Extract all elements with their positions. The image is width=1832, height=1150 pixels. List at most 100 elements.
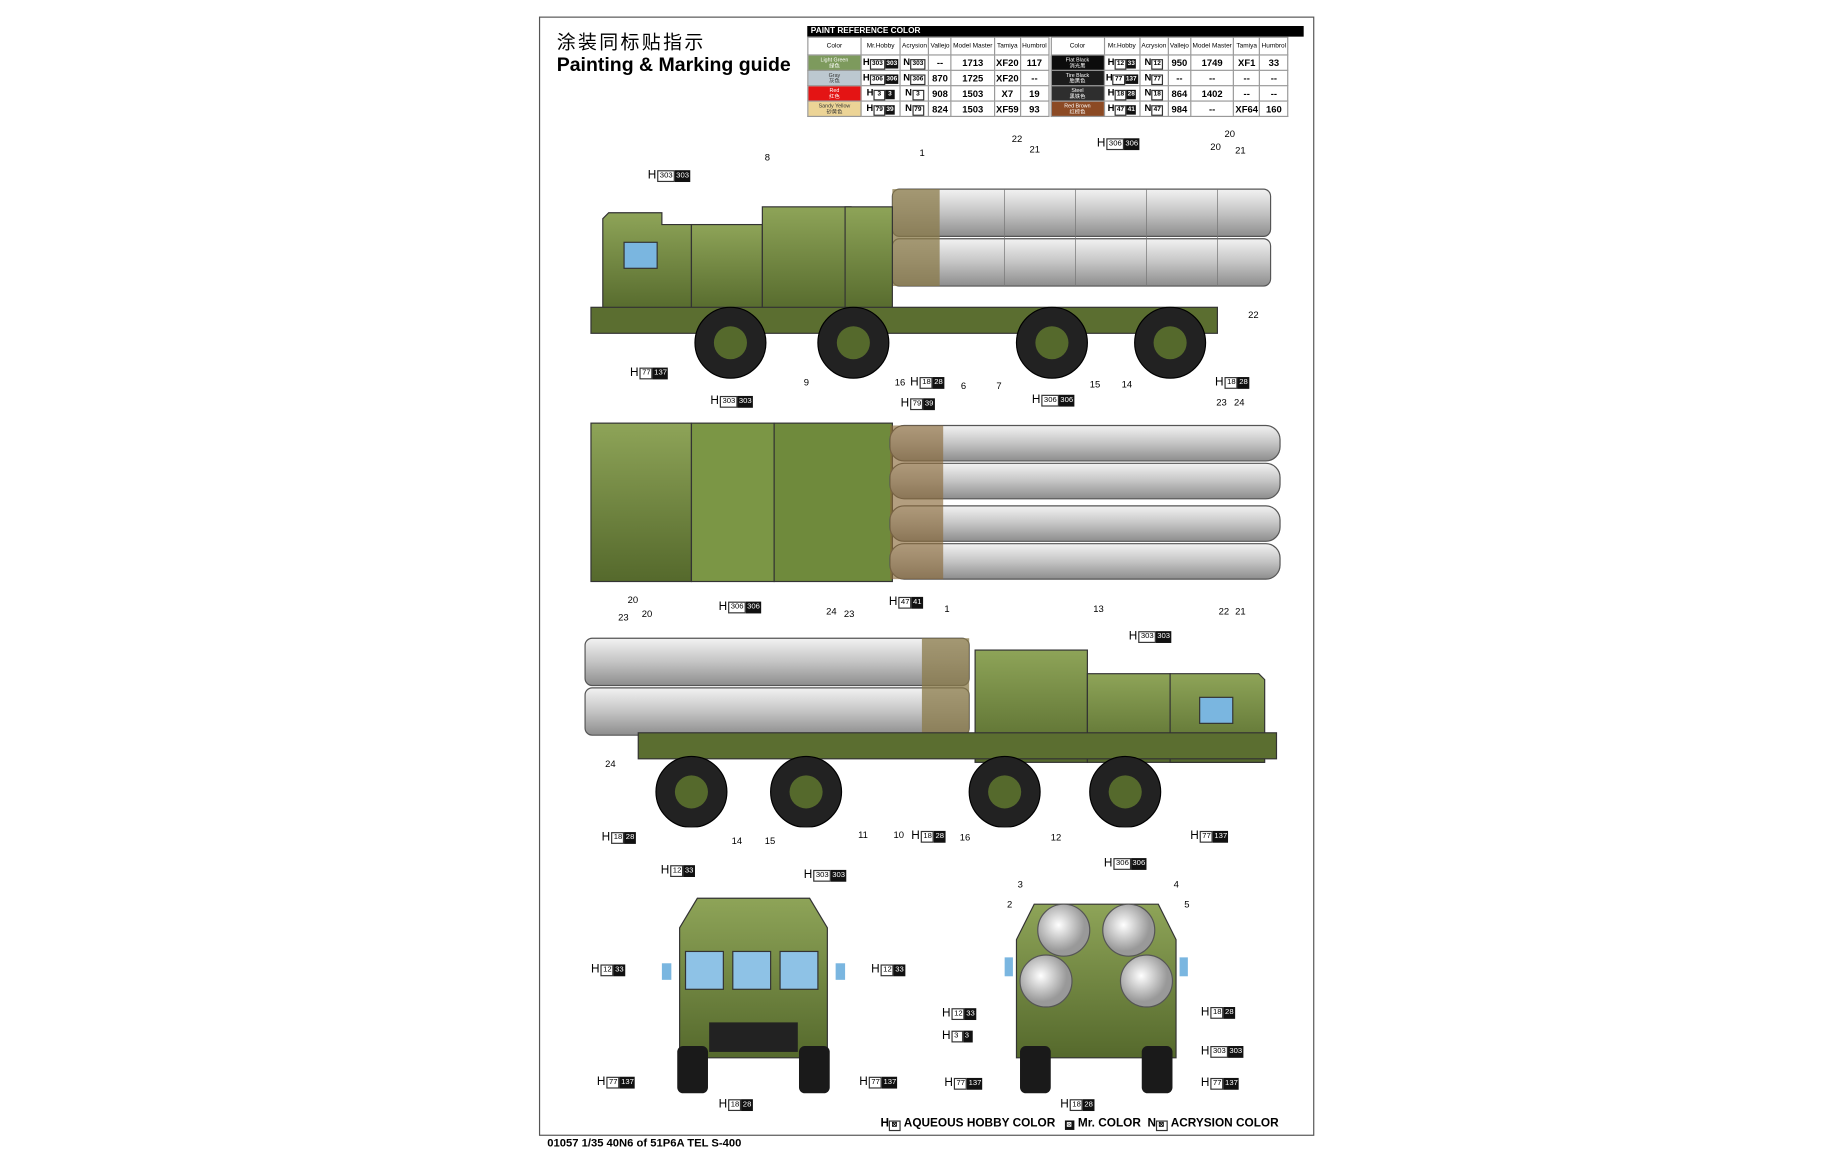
aqueous-code: 18: [1069, 1098, 1084, 1111]
badge-prefix: H: [1031, 393, 1041, 407]
aqueous-code: 3: [873, 89, 886, 100]
legend-aqueous: AQUEOUS HOBBY COLOR: [903, 1116, 1056, 1130]
badge-prefix: H: [629, 366, 639, 380]
part-number-callout: 6: [960, 380, 967, 392]
part-number-callout: 22: [1218, 606, 1230, 617]
mr-color-code: 28: [741, 1098, 753, 1111]
mr-color-code: 33: [613, 963, 625, 976]
aqueous-code: 79: [910, 397, 924, 410]
mr-color-code: 3: [963, 1030, 974, 1042]
aqueous-code: 306: [869, 73, 886, 85]
prefix: H: [866, 86, 874, 98]
top-view: [590, 422, 1281, 583]
badge-prefix: H: [1215, 375, 1224, 389]
cell-humbrol: 93: [1019, 100, 1050, 118]
part-number-callout: 23: [1216, 397, 1227, 408]
aqueous-code: 18: [611, 831, 625, 844]
mr-color-code: 33: [683, 864, 695, 877]
badge-prefix: H: [942, 1007, 951, 1021]
color-name-cn: 黑铁色: [1069, 93, 1086, 100]
aqueous-code: 306: [1106, 137, 1125, 150]
badge-prefix: H: [1128, 629, 1138, 643]
cell-mm: 1725: [950, 69, 995, 87]
cell-tamiya: --: [1233, 85, 1261, 102]
cell-humbrol: 117: [1019, 54, 1050, 71]
mr-color-code: 137: [1223, 1077, 1240, 1090]
prefix: H: [1105, 71, 1113, 83]
part-number-callout: 12: [1050, 832, 1062, 843]
mr-color-code: 306: [1131, 857, 1147, 870]
color-name: Steel: [1071, 87, 1084, 94]
part-number-callout: 22: [1248, 309, 1259, 321]
acrysion-number: 77: [1151, 73, 1164, 85]
cell-vallejo: 870: [928, 69, 952, 87]
footer-product-code: 01057 1/35 40N6 of 51P6A TEL S-400: [547, 1137, 742, 1150]
aqueous-code: 77: [1112, 73, 1125, 85]
mr-color-code: 303: [1228, 1045, 1244, 1058]
cell-vallejo: --: [1167, 69, 1192, 87]
part-number-callout: 24: [826, 606, 837, 617]
part-number-callout: 24: [1233, 397, 1245, 408]
acrysion-number: 306: [910, 73, 926, 85]
badge-prefix: H: [910, 375, 919, 389]
legend-mr-color: Mr. COLOR: [1077, 1116, 1141, 1130]
cell-humbrol: 33: [1259, 54, 1289, 71]
part-number-callout: 4: [1173, 879, 1179, 891]
mr-color-code: 33: [965, 1007, 976, 1020]
badge-prefix: H: [888, 595, 898, 609]
badge-prefix: H: [859, 1075, 868, 1089]
cell-humbrol: 19: [1019, 85, 1050, 102]
prefix: N: [905, 86, 912, 98]
color-name: Red: [829, 87, 840, 94]
badge-prefix: H: [590, 963, 600, 977]
cell-tamiya: XF64: [1233, 100, 1261, 118]
aqueous-code: 18: [1224, 376, 1239, 389]
aqueous-code: 12: [670, 864, 684, 877]
cell-tamiya: X7: [993, 85, 1021, 102]
badge-prefix: H: [1200, 1005, 1210, 1019]
part-number-callout: 14: [1121, 379, 1133, 391]
acrysion-number: 47: [1151, 104, 1164, 116]
part-number-callout: 20: [1210, 141, 1221, 153]
color-name-cn: 砂黄色: [826, 108, 843, 115]
part-number-callout: 20: [641, 608, 653, 620]
badge-prefix: H: [942, 1029, 951, 1043]
mr-color-code: 303: [737, 395, 753, 408]
badge-prefix: H: [944, 1076, 953, 1090]
cell-tamiya: XF1: [1233, 54, 1261, 71]
aqueous-code: 79: [873, 104, 886, 116]
cell-vallejo: 984: [1167, 100, 1192, 118]
cell-humbrol: 160: [1259, 100, 1289, 118]
column-header: Model Master: [950, 36, 995, 56]
part-number-callout: 1: [919, 147, 925, 159]
badge-prefix: H: [710, 394, 719, 408]
prefix: H: [866, 102, 874, 113]
badge-prefix: H: [1060, 1098, 1069, 1112]
acrysion-number: 18: [1151, 89, 1164, 100]
prefix: H: [862, 71, 870, 83]
column-header: Tamiya: [993, 36, 1021, 56]
color-name-cn: 红色: [829, 93, 840, 100]
